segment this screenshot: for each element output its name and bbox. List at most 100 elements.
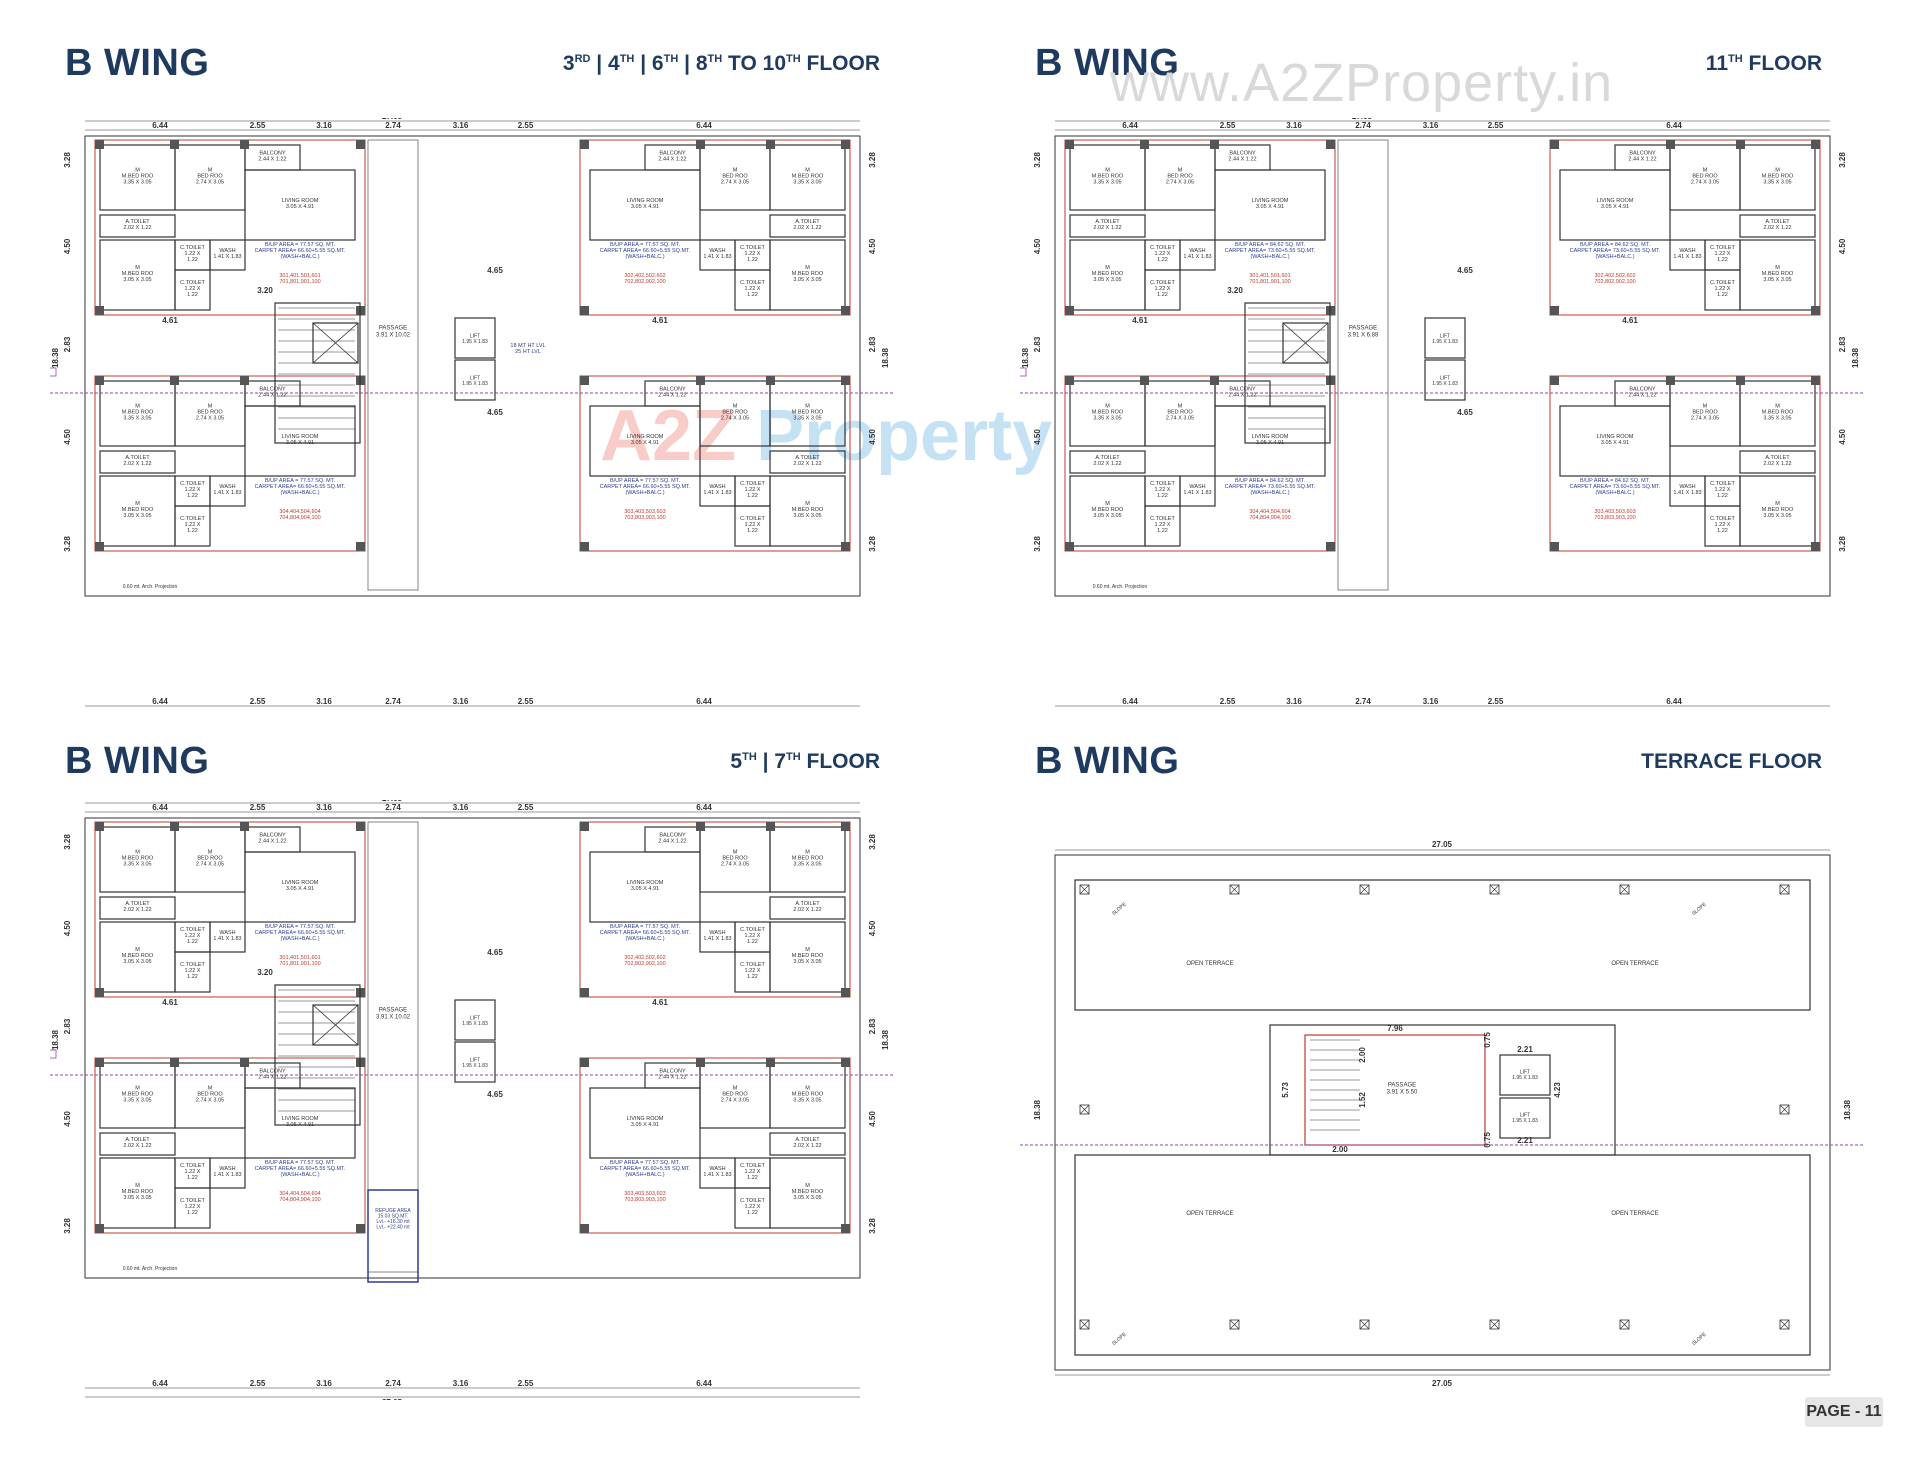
dimension-label: 4.50 [63,920,72,936]
lift-1 [1424,317,1466,359]
room-toilet-2 [174,1187,211,1229]
open-terrace-label: OPEN TERRACE [1611,961,1658,967]
room-toilet-2 [174,951,211,993]
dimension-label: 4.65 [487,408,503,417]
room-attached-toilet [99,1132,176,1156]
dimension-label: 4.23 [1553,1082,1562,1098]
dimension-label: 6.44 [696,803,712,812]
overall-depth-label: 18.38 [1021,347,1030,368]
dimension-label: 3.28 [63,1218,72,1234]
dimension-label: 4.50 [868,429,877,445]
dimension-label: 3.28 [63,536,72,552]
dimension-label: 4.61 [162,998,178,1007]
room-wash [209,475,246,507]
area-label: B/UP AREA = 84.62 SQ. MT.CARPET AREA= 73… [1225,478,1316,496]
column [580,1224,589,1233]
core-passage [367,821,419,1273]
dimension-label: 2.55 [1488,697,1504,706]
column [95,306,104,315]
column [240,376,249,385]
room-wash [1669,239,1706,271]
dimension-label: 3.16 [453,697,469,706]
room-living-room [244,1087,356,1159]
terrace-outline [1054,854,1831,1371]
room-wash [209,1157,246,1189]
dimension-label: 2.00 [1358,1047,1367,1063]
logo-watermark-a2z: A2Z [600,396,757,476]
dimension-label: 2.55 [250,121,266,130]
projection-label: 0.60 mt. Arch. Projection [123,1266,178,1272]
column [580,988,589,997]
logo-watermark-property: Property [756,396,1053,476]
column [580,140,589,149]
open-terrace-label: OPEN TERRACE [1611,1211,1658,1217]
overall-dimension-label: 27.05 [382,800,403,803]
building-outline [84,135,861,597]
floor-plan-typical: 6.442.553.162.743.162.556.4427.05MM.BED … [50,118,895,707]
dimension-label: 3.28 [868,152,877,168]
open-terrace-label: OPEN TERRACE [1186,961,1233,967]
column [841,306,850,315]
dimension-label: 2.55 [518,121,534,130]
service-marker [50,367,57,377]
column-marker [1079,884,1090,895]
column [95,140,104,149]
dimension-label: 2.55 [1220,121,1236,130]
column [1550,140,1559,149]
dimension-label: 4.65 [487,948,503,957]
logo-watermark: A2Z Property [600,395,1052,477]
dimension-label: 3.28 [1838,536,1847,552]
dimension-label: 4.65 [487,266,503,275]
room-living-room [589,169,701,241]
floor-plan-11th: 6.442.553.162.743.162.556.4427.05MM.BED … [1020,118,1865,707]
overall-depth-label: 18.38 [1033,1099,1042,1120]
overall-dimension-label: 27.05 [1432,1379,1453,1388]
dimension-label: 2.83 [868,1018,877,1034]
column [240,822,249,831]
room-living-room [589,1087,701,1159]
dimension-label: 4.61 [1622,316,1638,325]
column [170,1058,179,1067]
room-living-room [589,851,701,923]
dimension-label: 2.83 [63,336,72,352]
dimension-label: 2.74 [385,1379,401,1388]
room-wash [699,1157,736,1189]
dimension-label: 2.83 [1838,336,1847,352]
column [766,140,775,149]
column [240,1058,249,1067]
slope-label: SLOPE [1691,1331,1708,1347]
dimension-label: 2.55 [250,1379,266,1388]
